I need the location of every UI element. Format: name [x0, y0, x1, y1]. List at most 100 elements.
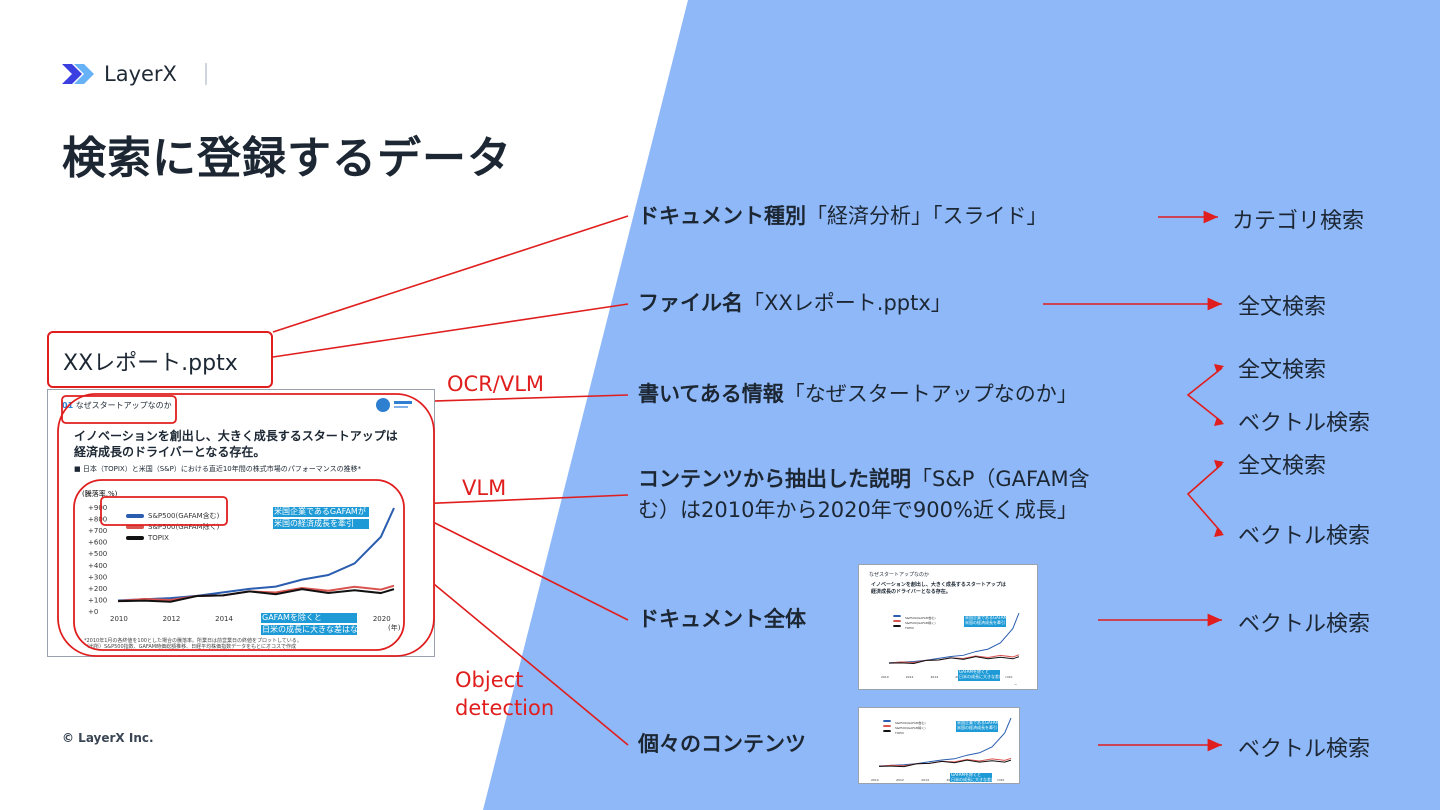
row-content-description-text: 「S&P（GAFAM含 [911, 467, 1090, 491]
object-detection-label-1: Object [455, 668, 524, 692]
result-vector-search-1: ベクトル検索 [1238, 411, 1371, 436]
y-tick-label: +100 [88, 596, 107, 604]
logo-text: LayerX [104, 62, 177, 86]
row-written-info: 書いてある情報「なぜスタートアップなのか」 [638, 379, 1078, 410]
x-axis-label: (年) [1013, 683, 1018, 685]
x-tick-label: 2020 [997, 778, 1005, 782]
result-vector-search-3: ベクトル検索 [1238, 612, 1371, 637]
series-line-0 [888, 612, 1020, 664]
result-fulltext-search-1: 全文検索 [1238, 295, 1327, 320]
legend-label-2: TOPIX [894, 731, 904, 735]
y-tick-label: +800 [88, 516, 107, 524]
annotation-text-0: 米国企業であるGAFAMが [965, 614, 1011, 620]
slide-lead-line-1: イノベーションを創出し、大きく成長するスタートアップは [74, 429, 398, 443]
row-content-description: コンテンツから抽出した説明「S&P（GAFAM含 む）は2010年から2020年… [638, 464, 1158, 526]
legend-swatch-0 [893, 615, 901, 617]
slide-thumbnail: 01 なぜスタートアップなのか イノベーションを創出し、大きく成長するスタートア… [47, 389, 435, 657]
logo: LayerX [62, 60, 207, 88]
annotation-text-2: GAFAMを除くと [951, 771, 981, 777]
legend-swatch-2 [126, 536, 144, 540]
x-tick-label: 2010 [881, 675, 889, 679]
footer-copyright: © LayerX Inc. [62, 731, 154, 745]
legend-label-1: S&P500(GAFAM除く) [895, 725, 926, 730]
x-tick-label: 2014 [921, 778, 929, 782]
y-tick-label: +700 [88, 527, 107, 535]
annotation-bg-1 [273, 519, 369, 529]
slide-note-line-1: *2010年1月の各終値を100とした場合の騰落率。所業日は前営業日の終値をプロ… [84, 638, 302, 644]
annotation-text-1: 米国の経済成長を牽引 [965, 619, 1005, 625]
x-tick-label: 2014 [215, 615, 233, 623]
row-filename: ファイル名「XXレポート.pptx」 [638, 288, 952, 319]
slide-header-text: なぜスタートアップなのか [75, 401, 172, 410]
result-fulltext-search-2: 全文検索 [1238, 358, 1327, 383]
header-highlight [61, 395, 177, 424]
row-individual-contents: 個々のコンテンツ [638, 729, 806, 760]
page-title: 検索に登録するデータ [62, 133, 512, 184]
annotation-text-0: 米国企業であるGAFAMが [957, 719, 1003, 725]
annotation-bg-0 [956, 721, 998, 727]
x-tick-label: 2020 [373, 615, 391, 623]
slide-lead-line-2: 経済成長のドライバーとなる存在。 [74, 445, 266, 459]
legend-label-1: S&P500(GAFAM除く) [905, 620, 936, 625]
annotation-text-2: GAFAMを除くと [959, 668, 989, 674]
slide-note-line-2: （出所）S&P500指数、GAFAM時価総額推移、日経平均株価指数データをもとに… [84, 644, 296, 650]
annotation-bg-2 [958, 670, 1000, 676]
document-thumbnail: なぜスタートアップなのか イノベーションを創出し、大きく成長するスタートアップは… [858, 564, 1038, 690]
content-thumbnail: (騰落率,%)+900+800+700+600+500+400+300+200+… [858, 707, 1020, 784]
legend-label-1: S&P500(GAFAM除く) [148, 522, 220, 531]
doc-thumb-lead-2: 経済成長のドライバーとなる存在。 [871, 589, 951, 595]
y-tick-label: +0 [88, 608, 98, 616]
slide-lead: イノベーションを創出し、大きく成長するスタートアップは 経済成長のドライバーとな… [74, 428, 398, 460]
y-tick-label: +200 [88, 585, 107, 593]
annotation-bg-1 [964, 621, 1006, 627]
y-tick-label: +400 [88, 562, 107, 570]
slide-subtitle: ■ 日本（TOPIX）と米国（S&P）における直近10年間の株式市場のパフォーマ… [74, 465, 362, 473]
annotation-text-0: 米国企業であるGAFAMが [274, 506, 366, 516]
series-line-2 [117, 588, 395, 603]
legend-label-0: S&P500(GAFAM含む) [905, 615, 936, 620]
y-tick-label: +900 [88, 504, 107, 512]
stock-performance-chart: (騰落率,%)+900+800+700+600+500+400+300+200+… [82, 489, 401, 635]
legend-swatch-1 [893, 620, 901, 622]
annotation-bg-0 [964, 616, 1006, 622]
series-line-0 [878, 717, 1012, 767]
annotation-text-3: 日米の成長に大きな差はない [959, 673, 1011, 679]
annotation-bg-0 [273, 507, 369, 517]
x-tick-label: 2010 [871, 778, 879, 782]
annotation-text-2: GAFAMを除くと [262, 612, 322, 622]
y-axis-label: (騰落率,%) [82, 489, 118, 498]
row-whole-document-bold: ドキュメント全体 [638, 607, 806, 631]
filename-box: XXレポート.pptx [47, 331, 273, 388]
row-document-type-text: 「経済分析」「スライド」 [806, 204, 1048, 228]
legend-swatch-2 [893, 625, 901, 627]
annotation-text-3: 日米の成長に大きな差はない [951, 776, 1003, 782]
result-vector-search-2: ベクトル検索 [1238, 524, 1371, 549]
row-filename-bold: ファイル名 [638, 291, 743, 315]
y-tick-label: +500 [88, 550, 107, 558]
series-line-2 [888, 656, 1020, 664]
logo-divider [204, 63, 207, 85]
x-tick-label: 2020 [1005, 675, 1013, 679]
row-written-info-bold: 書いてある情報 [638, 382, 784, 406]
annotation-bg-2 [261, 613, 357, 623]
document-thumbnail-chart: (騰落率,%)+900+800+700+600+500+400+300+200+… [881, 612, 1020, 685]
row-individual-contents-bold: 個々のコンテンツ [638, 732, 806, 756]
x-tick-label: 2014 [931, 675, 939, 679]
row-content-description-text-2: む）は2010年から2020年で900%近く成長」 [638, 498, 1078, 522]
vlm-label: VLM [462, 476, 507, 500]
legend-swatch-0 [126, 514, 144, 518]
doc-thumb-lead-1: イノベーションを創出し、大きく成長するスタートアップは [871, 582, 1006, 588]
chart-highlight [73, 479, 405, 651]
annotation-bg-2 [950, 773, 992, 779]
slide-note: *2010年1月の各終値を100とした場合の騰落率。所業日は前営業日の終値をプロ… [84, 638, 302, 650]
annotation-bg-3 [958, 675, 1000, 681]
row-filename-text: 「XXレポート.pptx」 [743, 291, 952, 315]
line-filebox-to-filename [272, 303, 629, 358]
legend-label-2: TOPIX [147, 534, 169, 542]
y-tick-label: +600 [88, 539, 107, 547]
legend-swatch-1 [126, 525, 144, 529]
series-line-2 [878, 759, 1012, 768]
legend-label-2: TOPIX [904, 626, 914, 630]
